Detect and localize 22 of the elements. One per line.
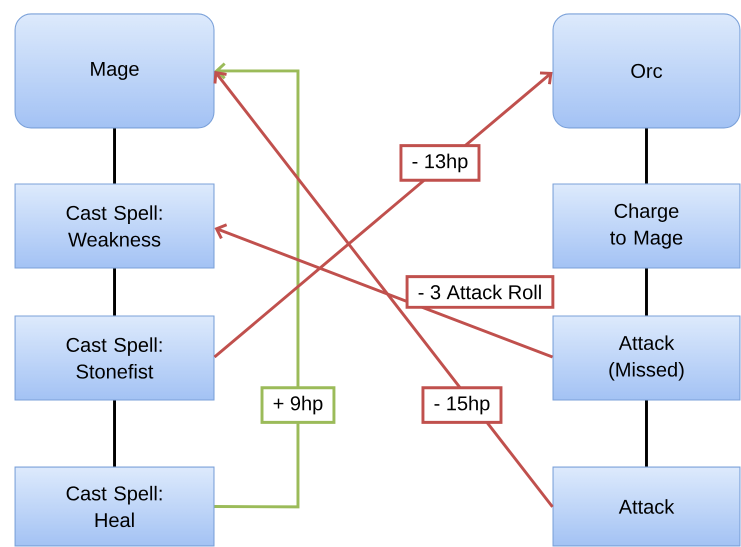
action-box: Cast Spell: Weakness: [14, 184, 215, 269]
actor-box: Mage: [14, 13, 215, 129]
connector-line: [645, 128, 648, 184]
arrow: [214, 223, 554, 358]
arrow: [213, 70, 554, 508]
edge-label: - 15hp: [421, 386, 502, 424]
action-box: Cast Spell: Stonefist: [14, 316, 215, 401]
actor-box: Orc: [552, 13, 740, 129]
edge-label: + 9hp: [260, 386, 336, 424]
connector-line: [645, 400, 648, 467]
action-box: Charge to Mage: [552, 184, 740, 269]
action-box: Attack (Missed): [552, 316, 740, 401]
arrow: [214, 62, 300, 508]
connector-line: [113, 268, 116, 316]
action-box: Cast Spell: Heal: [14, 466, 215, 547]
connector-line: [113, 400, 116, 467]
edge-label: - 13hp: [399, 144, 480, 182]
action-box: Attack: [552, 466, 740, 547]
connector-line: [645, 268, 648, 316]
arrow: [214, 72, 552, 358]
connector-line: [113, 128, 116, 184]
edge-label: - 3 Attack Roll: [406, 275, 554, 309]
